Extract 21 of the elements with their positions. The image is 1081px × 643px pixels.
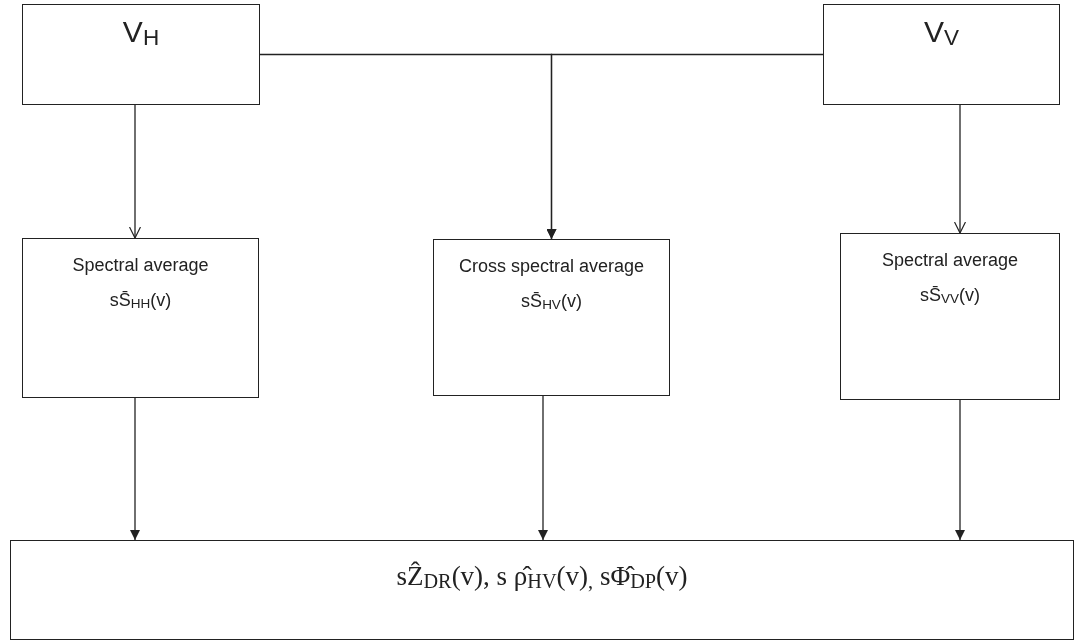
box-title: Spectral average: [72, 255, 209, 276]
process-box: [22, 238, 259, 398]
variable-label: V$_{H}$: [122, 15, 160, 52]
arrow: [130, 397, 140, 541]
process-box: [433, 239, 670, 396]
formula-text: sS̄$_{VV}$(v): [920, 285, 980, 306]
arrow: [955, 399, 965, 541]
arrow: [538, 395, 548, 541]
formula-text: sS̄$_{HH}$(v): [109, 290, 172, 311]
arrow: [546, 53, 824, 240]
variable-box: [22, 4, 260, 105]
arrow: [128, 104, 142, 239]
process-box: [840, 233, 1060, 400]
arrow: [953, 104, 967, 234]
variable-box: [823, 4, 1060, 105]
box-title: Spectral average: [881, 250, 1019, 271]
variable-label: V$_{V}$: [924, 15, 959, 52]
box-title: Cross spectral average: [458, 256, 645, 277]
formula-text: sẐ$_{DR}$(v), s ρ̂$_{HV}$(v)$_{,}$ sΦ̂$_{DP}$(v): [396, 561, 688, 594]
formula-text: sS̄$_{HV}$(v): [521, 291, 582, 312]
output-box: [10, 540, 1074, 640]
